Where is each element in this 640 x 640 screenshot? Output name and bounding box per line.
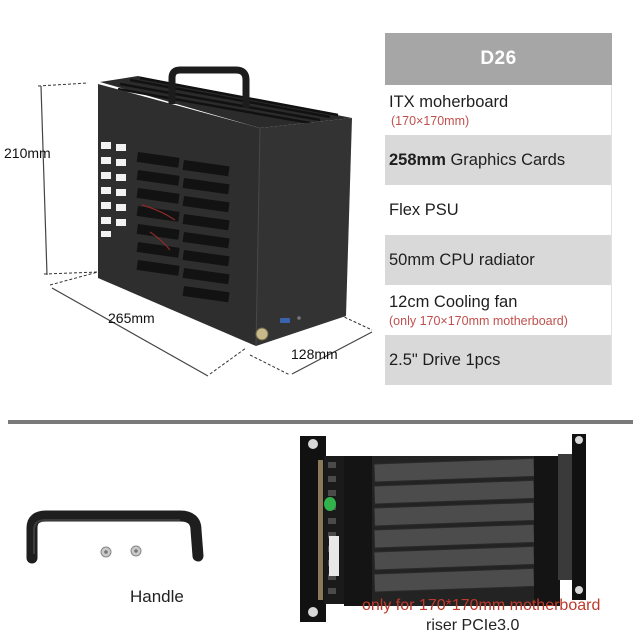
- spec-label: ITX moherboard: [389, 92, 509, 111]
- spec-row-graphics: 258mm Graphics Cards: [385, 135, 612, 185]
- spec-note: (170×170mm): [391, 113, 470, 128]
- spec-row-motherboard: ITX moherboard (170×170mm): [385, 85, 612, 135]
- spec-label: 2.5" Drive 1pcs: [389, 350, 501, 369]
- spec-label: Flex PSU: [389, 200, 459, 219]
- spec-row-cpu-radiator: 50mm CPU radiator: [385, 235, 612, 285]
- dimension-length-label: 265mm: [108, 310, 155, 326]
- spec-label: Graphics Cards: [450, 150, 566, 169]
- model-name: D26: [480, 48, 517, 69]
- spec-row-psu: Flex PSU: [385, 185, 612, 235]
- riser-caption: riser PCIe3.0: [426, 617, 520, 634]
- section-divider: [8, 420, 633, 424]
- spec-bold-value: 258mm: [389, 150, 446, 169]
- riser-compat-note: only for 170*170mm motherboard: [362, 597, 601, 614]
- spec-table: D26 ITX moherboard (170×170mm) 258mm Gra…: [385, 33, 612, 385]
- riser-cable-image: [300, 434, 586, 622]
- handle-image: [26, 510, 204, 564]
- spec-table-header: D26: [385, 33, 612, 85]
- dimension-width-label: 128mm: [291, 346, 338, 362]
- pc-case-image: [37, 66, 373, 377]
- spec-label: 50mm CPU radiator: [389, 250, 535, 269]
- handle-caption: Handle: [130, 587, 184, 606]
- spec-label: 12cm Cooling fan: [389, 292, 518, 311]
- spec-note: (only 170×170mm motherboard): [389, 313, 568, 328]
- spec-row-cooling-fan: 12cm Cooling fan (only 170×170mm motherb…: [385, 285, 612, 335]
- spec-row-drive: 2.5" Drive 1pcs: [385, 335, 612, 385]
- dimension-height-label: 210mm: [4, 145, 51, 161]
